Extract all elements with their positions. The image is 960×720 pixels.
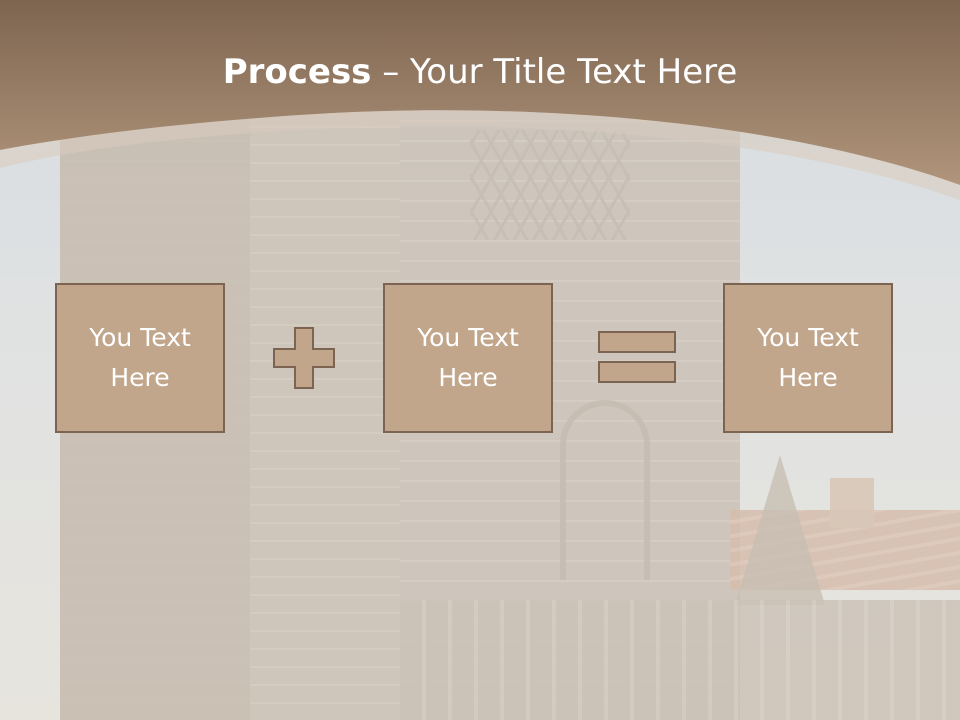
process-box-1-label: You Text Here (89, 323, 191, 392)
background-lattice-window (470, 130, 630, 240)
background-chimney (830, 478, 874, 528)
background-tower-brick (250, 110, 400, 720)
process-box-2[interactable]: You Text Here (383, 283, 553, 433)
process-box-3[interactable]: You Text Here (723, 283, 893, 433)
background-lower-wall (400, 600, 960, 720)
background-spire (735, 455, 825, 605)
plus-icon (273, 327, 335, 389)
process-box-1[interactable]: You Text Here (55, 283, 225, 433)
background-arch (560, 400, 650, 580)
header-band (0, 0, 960, 200)
slide-title[interactable]: Process – Your Title Text Here (0, 52, 960, 92)
process-box-3-label: You Text Here (757, 323, 859, 392)
process-box-2-label: You Text Here (417, 323, 519, 392)
title-bold: Process (222, 52, 372, 92)
title-rest: – Your Title Text Here (371, 52, 738, 92)
equals-icon (598, 331, 676, 383)
